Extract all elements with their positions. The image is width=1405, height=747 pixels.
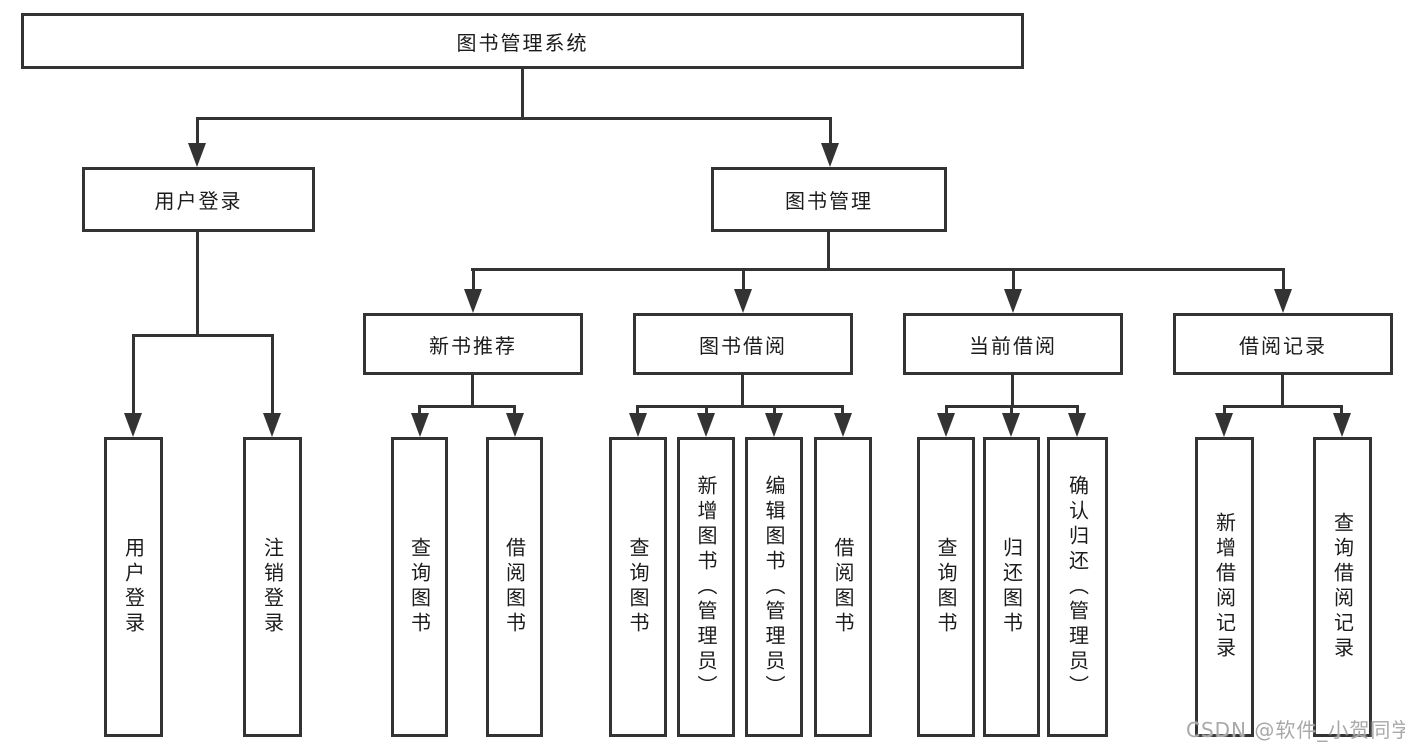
leaf-borrow-books-2: 借阅图书 bbox=[814, 437, 872, 737]
leaf-confirm-return-admin-label: 确认归还（管理员） bbox=[1065, 474, 1090, 700]
leaf-add-books-admin: 新增图书（管理员） bbox=[677, 437, 735, 737]
node-root-system: 图书管理系统 bbox=[21, 13, 1024, 69]
connector-drop-leaf bbox=[841, 405, 844, 417]
connector-drop-leaf bbox=[418, 405, 421, 417]
leaf-user-login-label: 用户登录 bbox=[121, 537, 146, 637]
arrow-down-icon bbox=[1002, 413, 1020, 437]
connector-drop-leaf bbox=[513, 405, 516, 417]
connector-drop-leaf bbox=[271, 334, 274, 416]
arrow-down-icon bbox=[506, 413, 524, 437]
connector-userlogin-stem bbox=[196, 232, 199, 337]
arrow-down-icon bbox=[1068, 413, 1086, 437]
arrow-down-icon bbox=[124, 413, 142, 437]
node-current-borrow: 当前借阅 bbox=[903, 313, 1123, 375]
leaf-add-borrow-record-label: 新增借阅记录 bbox=[1212, 512, 1237, 662]
connector-drop-leaf bbox=[1010, 405, 1013, 417]
leaf-return-books: 归还图书 bbox=[983, 437, 1040, 737]
node-new-book-recommend-label: 新书推荐 bbox=[429, 333, 517, 358]
arrow-down-icon bbox=[834, 413, 852, 437]
node-book-borrow: 图书借阅 bbox=[633, 313, 853, 375]
leaf-logout: 注销登录 bbox=[243, 437, 302, 737]
arrow-down-icon bbox=[188, 143, 206, 167]
node-book-management-label: 图书管理 bbox=[785, 189, 873, 213]
leaf-query-books-1-label: 查询图书 bbox=[407, 537, 432, 637]
arrow-down-icon bbox=[821, 143, 839, 167]
arrow-down-icon bbox=[464, 289, 482, 313]
connector-drop-borrowrecords bbox=[1282, 268, 1285, 293]
arrow-down-icon bbox=[1004, 289, 1022, 313]
connector-drop-leaf bbox=[1340, 405, 1343, 417]
leaf-borrow-books-1: 借阅图书 bbox=[486, 437, 543, 737]
connector-drop-leaf bbox=[1223, 405, 1226, 417]
leaf-add-borrow-record: 新增借阅记录 bbox=[1195, 437, 1254, 737]
node-new-book-recommend: 新书推荐 bbox=[363, 313, 583, 375]
leaf-query-books-3: 查询图书 bbox=[917, 437, 975, 737]
leaf-edit-books-admin-label: 编辑图书（管理员） bbox=[762, 474, 786, 700]
node-book-borrow-label: 图书借阅 bbox=[699, 333, 787, 358]
connector-bookmgmt-stem bbox=[827, 232, 830, 271]
leaf-borrow-books-2-label: 借阅图书 bbox=[831, 537, 855, 637]
connector-drop-leaf bbox=[1076, 405, 1079, 417]
leaf-user-login: 用户登录 bbox=[104, 437, 163, 737]
leaf-query-borrow-record-label: 查询借阅记录 bbox=[1330, 512, 1355, 662]
connector-root-stem bbox=[521, 69, 524, 119]
connector-drop-leaf bbox=[705, 405, 708, 417]
connector-borrowrecords-hbar bbox=[1223, 405, 1343, 408]
leaf-logout-label: 注销登录 bbox=[260, 537, 285, 637]
arrow-down-icon bbox=[411, 413, 429, 437]
node-user-login-label: 用户登录 bbox=[154, 189, 243, 213]
connector-drop-currentborrow bbox=[1012, 268, 1015, 293]
leaf-add-books-admin-label: 新增图书（管理员） bbox=[694, 474, 718, 700]
leaf-query-books-1: 查询图书 bbox=[391, 437, 448, 737]
leaf-edit-books-admin: 编辑图书（管理员） bbox=[745, 437, 803, 737]
node-book-management: 图书管理 bbox=[711, 167, 947, 232]
connector-drop-leaf bbox=[132, 334, 135, 416]
connector-drop-leaf bbox=[636, 405, 639, 417]
connector-newbook-hbar bbox=[418, 405, 516, 408]
connector-drop-newbook bbox=[472, 268, 475, 293]
leaf-query-books-2: 查询图书 bbox=[609, 437, 667, 737]
connector-bookmgmt-hbar bbox=[471, 268, 1285, 271]
connector-currentborrow-stem bbox=[1011, 375, 1014, 408]
connector-drop-book-mgmt bbox=[829, 117, 832, 147]
connector-borrowrecords-stem bbox=[1281, 375, 1284, 408]
node-borrow-records-label: 借阅记录 bbox=[1239, 333, 1327, 358]
leaf-query-borrow-record: 查询借阅记录 bbox=[1313, 437, 1372, 737]
connector-drop-user-login bbox=[196, 117, 199, 147]
leaf-query-books-3-label: 查询图书 bbox=[934, 537, 958, 637]
connector-drop-leaf bbox=[945, 405, 948, 417]
arrow-down-icon bbox=[734, 289, 752, 313]
arrow-down-icon bbox=[1333, 413, 1351, 437]
connector-bookborrow-hbar bbox=[636, 405, 844, 408]
node-current-borrow-label: 当前借阅 bbox=[969, 333, 1057, 358]
arrow-down-icon bbox=[765, 413, 783, 437]
connector-drop-bookborrow bbox=[742, 268, 745, 293]
leaf-return-books-label: 归还图书 bbox=[999, 537, 1024, 637]
csdn-watermark: CSDN @软件_小贺同学 bbox=[1186, 718, 1405, 742]
arrow-down-icon bbox=[937, 413, 955, 437]
arrow-down-icon bbox=[629, 413, 647, 437]
node-borrow-records: 借阅记录 bbox=[1173, 313, 1393, 375]
arrow-down-icon bbox=[697, 413, 715, 437]
leaf-borrow-books-1-label: 借阅图书 bbox=[502, 537, 527, 637]
connector-bookborrow-stem bbox=[741, 375, 744, 408]
arrow-down-icon bbox=[1274, 289, 1292, 313]
leaf-query-books-2-label: 查询图书 bbox=[626, 537, 650, 637]
arrow-down-icon bbox=[1215, 413, 1233, 437]
arrow-down-icon bbox=[263, 413, 281, 437]
leaf-confirm-return-admin: 确认归还（管理员） bbox=[1047, 437, 1108, 737]
connector-root-hbar bbox=[196, 117, 832, 120]
connector-userlogin-hbar bbox=[132, 334, 274, 337]
connector-newbook-stem bbox=[471, 375, 474, 408]
node-root-label: 图书管理系统 bbox=[456, 30, 589, 55]
node-user-login: 用户登录 bbox=[82, 167, 315, 232]
connector-drop-leaf bbox=[773, 405, 776, 417]
